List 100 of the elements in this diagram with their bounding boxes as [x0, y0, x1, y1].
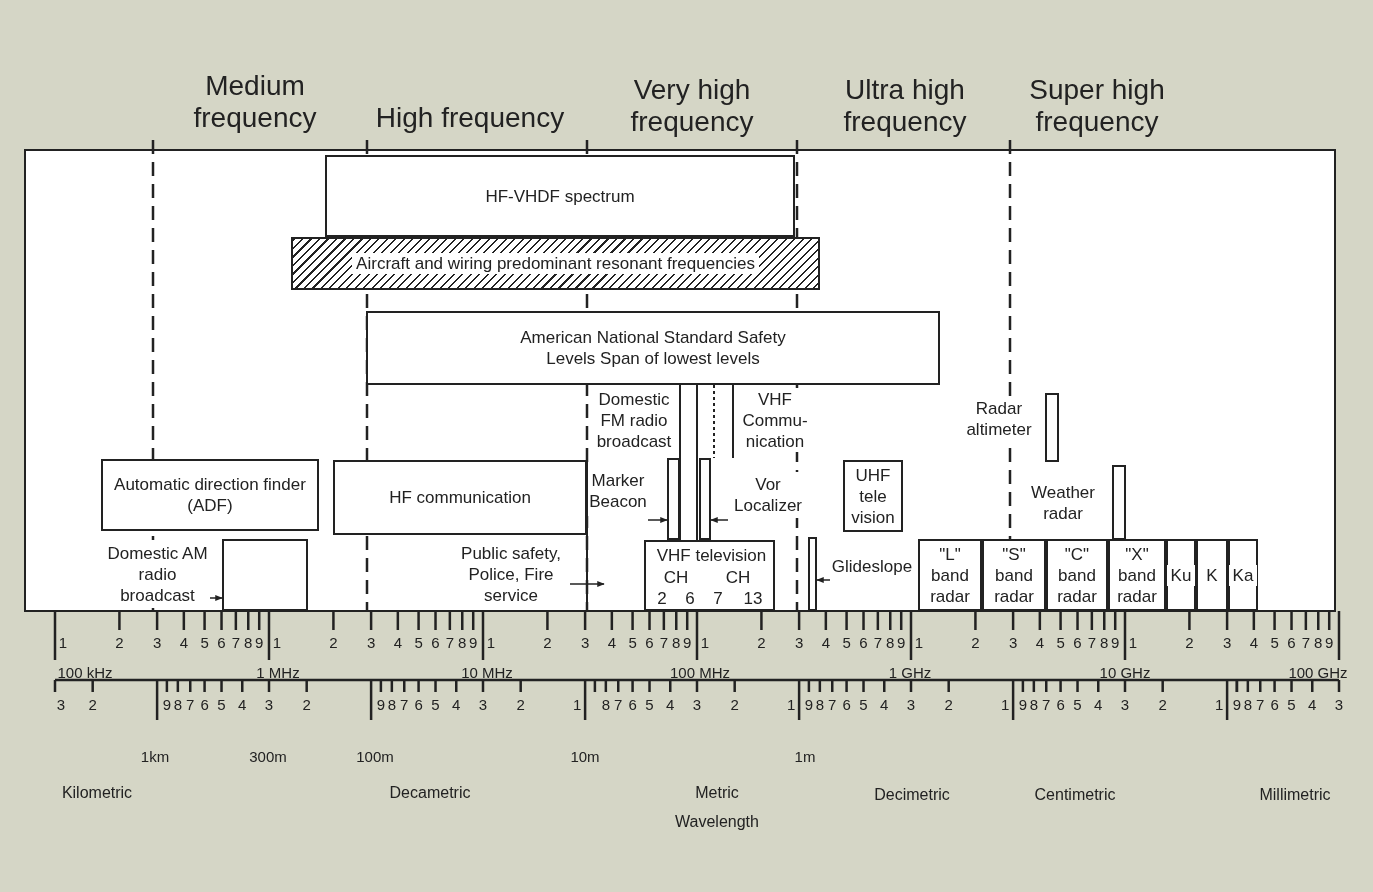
scale-number: 9	[896, 633, 907, 652]
scale-number: 8	[671, 633, 682, 652]
band-strip	[808, 537, 817, 611]
scale-number: 4	[1034, 633, 1045, 652]
scale-number: 3	[1333, 695, 1345, 714]
scale-number: 8	[1242, 695, 1253, 714]
scale-number: 1	[913, 633, 925, 652]
scale-number: 7	[1300, 633, 1311, 652]
scale-number: 1	[485, 633, 497, 652]
scale-number: 2	[328, 633, 339, 652]
scale-number: 7	[658, 633, 669, 652]
scale-number: 6	[1072, 633, 1083, 652]
scale-number: 1	[271, 633, 283, 652]
scale-number: 6	[1269, 695, 1280, 714]
scale-number: 3	[691, 695, 703, 714]
spectrum-band-box	[325, 155, 795, 237]
band-label: Radar altimeter	[965, 398, 1033, 440]
scale-number: 2	[970, 633, 981, 652]
scale-number: 4	[820, 633, 831, 652]
scale-number: 5	[858, 695, 869, 714]
scale-number: 4	[392, 633, 403, 652]
scale-number: 3	[905, 695, 917, 714]
band-heading: Ultra high frequency	[842, 74, 968, 138]
scale-number: 6	[413, 695, 424, 714]
scale-number: 2	[1157, 695, 1168, 714]
scale-number: 1	[785, 695, 797, 714]
band-box	[333, 460, 587, 535]
scale-number: 9	[1324, 633, 1335, 652]
scale-unit-label: 1 MHz	[255, 663, 301, 682]
scale-number: 1	[1127, 633, 1139, 652]
scale-number: 1	[699, 633, 711, 652]
scale-number: 9	[468, 633, 479, 652]
scale-number: 8	[243, 633, 254, 652]
scale-number: 4	[451, 695, 462, 714]
scale-number: 9	[1017, 695, 1029, 714]
scale-number: 5	[627, 633, 638, 652]
scale-number: 1	[999, 695, 1011, 714]
band-box	[366, 311, 940, 385]
scale-number: 2	[729, 695, 740, 714]
scale-number: 3	[477, 695, 489, 714]
scale-number: 5	[1055, 633, 1066, 652]
scale-number: 7	[230, 633, 241, 652]
scale-number: 9	[1110, 633, 1121, 652]
band-label: Weather radar	[1030, 482, 1096, 524]
band-heading: Very high frequency	[629, 74, 755, 138]
scale-number: 7	[399, 695, 410, 714]
scale-number: 6	[644, 633, 655, 652]
band-heading: Medium frequency	[192, 70, 318, 134]
box-label: Ka	[1228, 564, 1258, 586]
scale-number: 8	[1028, 695, 1039, 714]
scale-number: 3	[55, 695, 67, 714]
scale-number: 6	[627, 695, 638, 714]
scale-number: 5	[413, 633, 424, 652]
scale-number: 8	[172, 695, 183, 714]
scale-number: 5	[430, 695, 441, 714]
scale-number: 8	[457, 633, 468, 652]
scale-number: 1	[57, 633, 69, 652]
scale-number: 5	[216, 695, 227, 714]
band-box	[982, 539, 1046, 611]
scale-unit-label: 100 GHz	[1287, 663, 1349, 682]
scale-number: 4	[1093, 695, 1104, 714]
scale-number: 8	[600, 695, 611, 714]
scale-number: 9	[682, 633, 693, 652]
band-name-label: Decametric	[388, 783, 472, 803]
scale-number: 5	[841, 633, 852, 652]
scale-number: 3	[793, 633, 805, 652]
scale-number: 7	[613, 695, 624, 714]
scale-number: 7	[1086, 633, 1097, 652]
scale-number: 3	[365, 633, 377, 652]
scale-number: 7	[872, 633, 883, 652]
band-label: Domestic AM radio broadcast	[105, 540, 210, 608]
leader-arrow	[569, 581, 605, 587]
scale-number: 2	[756, 633, 767, 652]
scale-number: 2	[87, 695, 98, 714]
scale-number: 2	[114, 633, 125, 652]
scale-number: 4	[237, 695, 248, 714]
band-name-label: Kilometric	[60, 783, 134, 803]
scale-number: 5	[1072, 695, 1083, 714]
band-box	[1046, 539, 1108, 611]
scale-number: 3	[579, 633, 591, 652]
band-strip	[1045, 393, 1059, 462]
scale-number: 2	[301, 695, 312, 714]
box-label: 13	[742, 588, 764, 609]
scale-number: 4	[606, 633, 617, 652]
scale-number: 6	[216, 633, 227, 652]
box-label: CH	[724, 567, 752, 588]
scale-number: 9	[1231, 695, 1243, 714]
box-label: 2	[656, 588, 668, 609]
leader-arrow	[209, 595, 223, 601]
band-name-label: Millimetric	[1258, 785, 1332, 805]
scale-number: 8	[814, 695, 825, 714]
scale-number: 1	[1213, 695, 1225, 714]
scale-number: 8	[1099, 633, 1110, 652]
scale-number: 5	[1286, 695, 1297, 714]
scale-number: 8	[885, 633, 896, 652]
band-name-label: Metric	[694, 783, 740, 803]
scale-unit-label: 10 MHz	[460, 663, 514, 682]
scale-number: 3	[263, 695, 275, 714]
band-strip	[667, 458, 680, 540]
leader-arrow	[647, 517, 668, 523]
